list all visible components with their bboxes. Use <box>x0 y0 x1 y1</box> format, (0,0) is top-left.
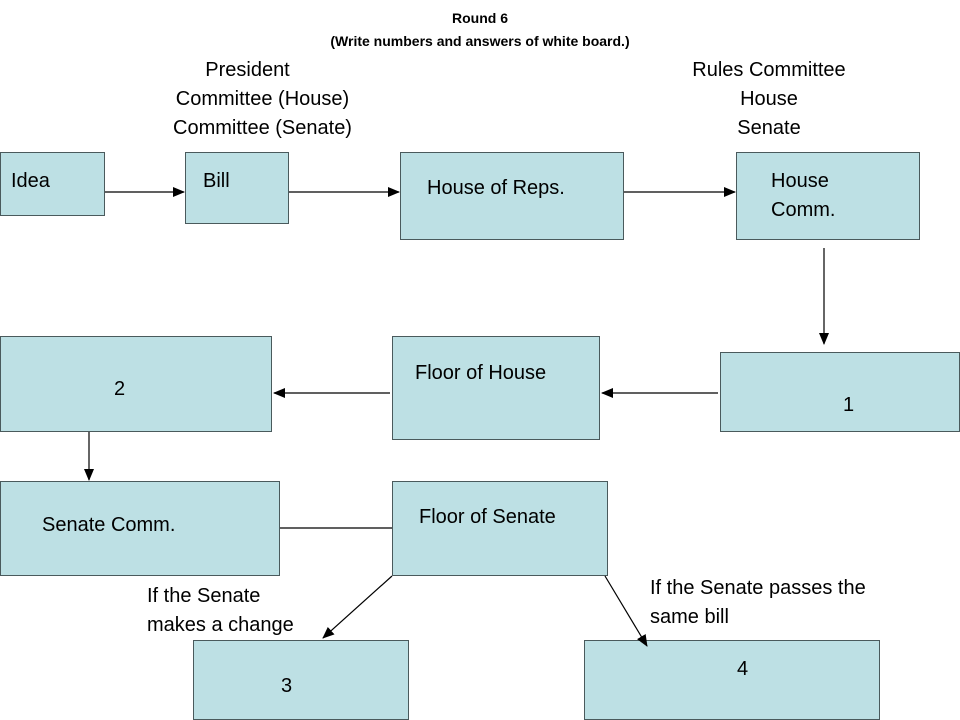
top-right-label: Rules Committee House Senate <box>664 56 874 143</box>
top-left-label-line1: President <box>205 59 290 81</box>
top-left-label-line3: Committee (Senate) <box>173 117 352 139</box>
arrow-floor-of-senate-to-box-3 <box>322 575 393 639</box>
idea-label: Idea <box>11 170 50 192</box>
instruction-text: (Write numbers and answers of white boar… <box>330 33 630 49</box>
senate-change-label-line1: If the Senate <box>147 585 261 607</box>
house-of-reps-label: House of Reps. <box>427 177 565 199</box>
top-right-label-line3: Senate <box>737 117 801 139</box>
blank-4-number: 4 <box>737 658 749 680</box>
top-right-label-line2: House <box>740 88 798 110</box>
senate-same-label-line2: same bill <box>650 606 729 628</box>
idea-box: Idea <box>0 152 105 216</box>
senate-same-label-line1: If the Senate passes the <box>650 577 866 599</box>
senate-same-label: If the Senate passes the same bill <box>650 574 866 632</box>
senate-comm-label: Senate Comm. <box>42 514 176 536</box>
house-comm-label-line1: House <box>771 170 829 192</box>
senate-change-label-line2: makes a change <box>147 614 294 636</box>
house-comm-label-line2: Comm. <box>771 199 836 221</box>
senate-comm-box: Senate Comm. <box>0 481 280 576</box>
house-comm-box: House Comm. <box>736 152 920 240</box>
blank-1-number: 1 <box>843 394 855 416</box>
blank-3-number: 3 <box>281 675 293 697</box>
floor-of-senate-box: Floor of Senate <box>392 481 608 576</box>
bill-box: Bill <box>185 152 289 224</box>
arrow-floor-of-senate-to-box-4 <box>604 575 648 647</box>
floor-of-house-label: Floor of House <box>415 362 547 384</box>
bill-label: Bill <box>203 170 230 192</box>
blank-2-number: 2 <box>114 378 126 400</box>
senate-change-label: If the Senate makes a change <box>147 582 294 640</box>
top-left-label: President Committee (House) Committee (S… <box>145 56 380 143</box>
top-left-label-line2: Committee (House) <box>175 88 350 110</box>
floor-of-house-box: Floor of House <box>392 336 600 440</box>
round-title: Round 6 <box>452 10 508 26</box>
blank-box-2: 2 <box>0 336 272 432</box>
house-of-reps-box: House of Reps. <box>400 152 624 240</box>
top-right-label-line1: Rules Committee <box>692 59 846 81</box>
floor-of-senate-label: Floor of Senate <box>419 506 556 528</box>
blank-box-4: 4 <box>584 640 880 720</box>
blank-box-1: 1 <box>720 352 960 432</box>
